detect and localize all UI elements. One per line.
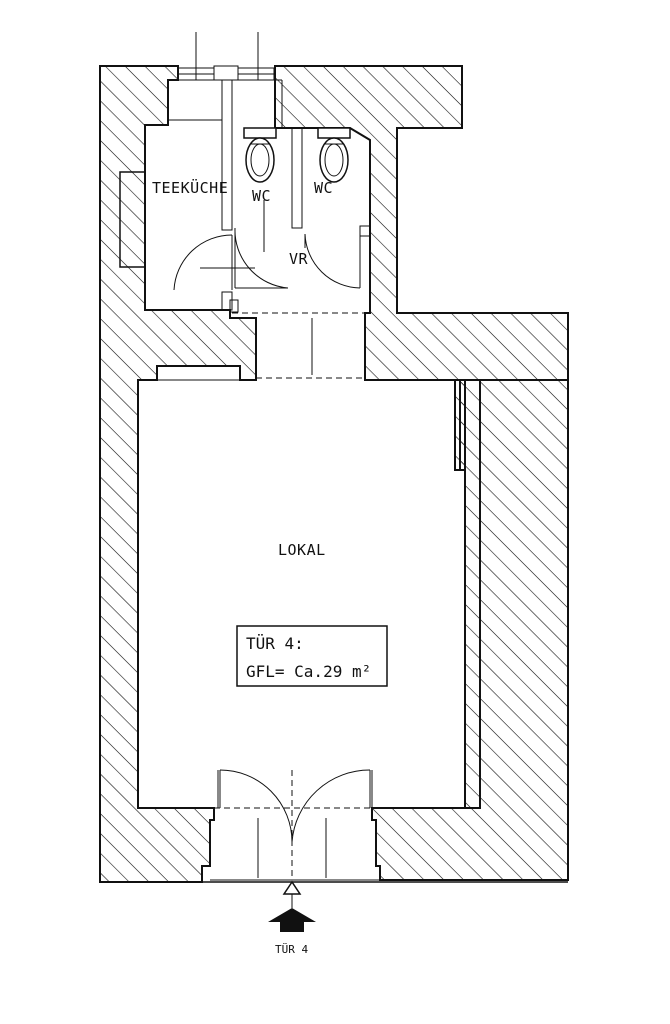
door-wc-right — [304, 233, 361, 289]
door-wc-left — [234, 200, 289, 289]
shaft-divider — [213, 65, 239, 81]
room-label-wc-left: WC — [252, 187, 271, 205]
lokal-window-niche — [156, 365, 241, 381]
info-box-line-2: GFL= Ca.29 m² — [246, 662, 371, 681]
info-box-line-1: TÜR 4: — [246, 634, 304, 653]
room-label-teekueche: TEEKÜCHE — [152, 178, 228, 197]
room-label-wc-right: WC — [314, 179, 333, 197]
toilet-left-icon — [243, 127, 277, 183]
door-teekueche — [173, 234, 255, 291]
partition-teekueche-wc — [221, 79, 233, 231]
entrance-marker — [268, 880, 316, 932]
room-label-lokal: LOKAL — [278, 541, 326, 559]
toilet-right-icon — [317, 127, 351, 183]
wall-right-lokal — [454, 379, 481, 809]
partition-wc-wc — [291, 127, 303, 229]
room-label-vr: VR — [289, 250, 309, 268]
wall-bottom-right — [371, 379, 569, 881]
corridor-vr — [229, 299, 365, 379]
wc-right-jamb — [359, 225, 371, 237]
info-box-frame — [236, 625, 388, 687]
window-bay-teekueche — [119, 171, 145, 268]
teekueche-door-jamb — [221, 291, 233, 311]
entrance-label: TÜR 4 — [275, 943, 308, 956]
entrance-arrow-icon — [268, 908, 316, 932]
entrance-double-door — [214, 769, 373, 880]
